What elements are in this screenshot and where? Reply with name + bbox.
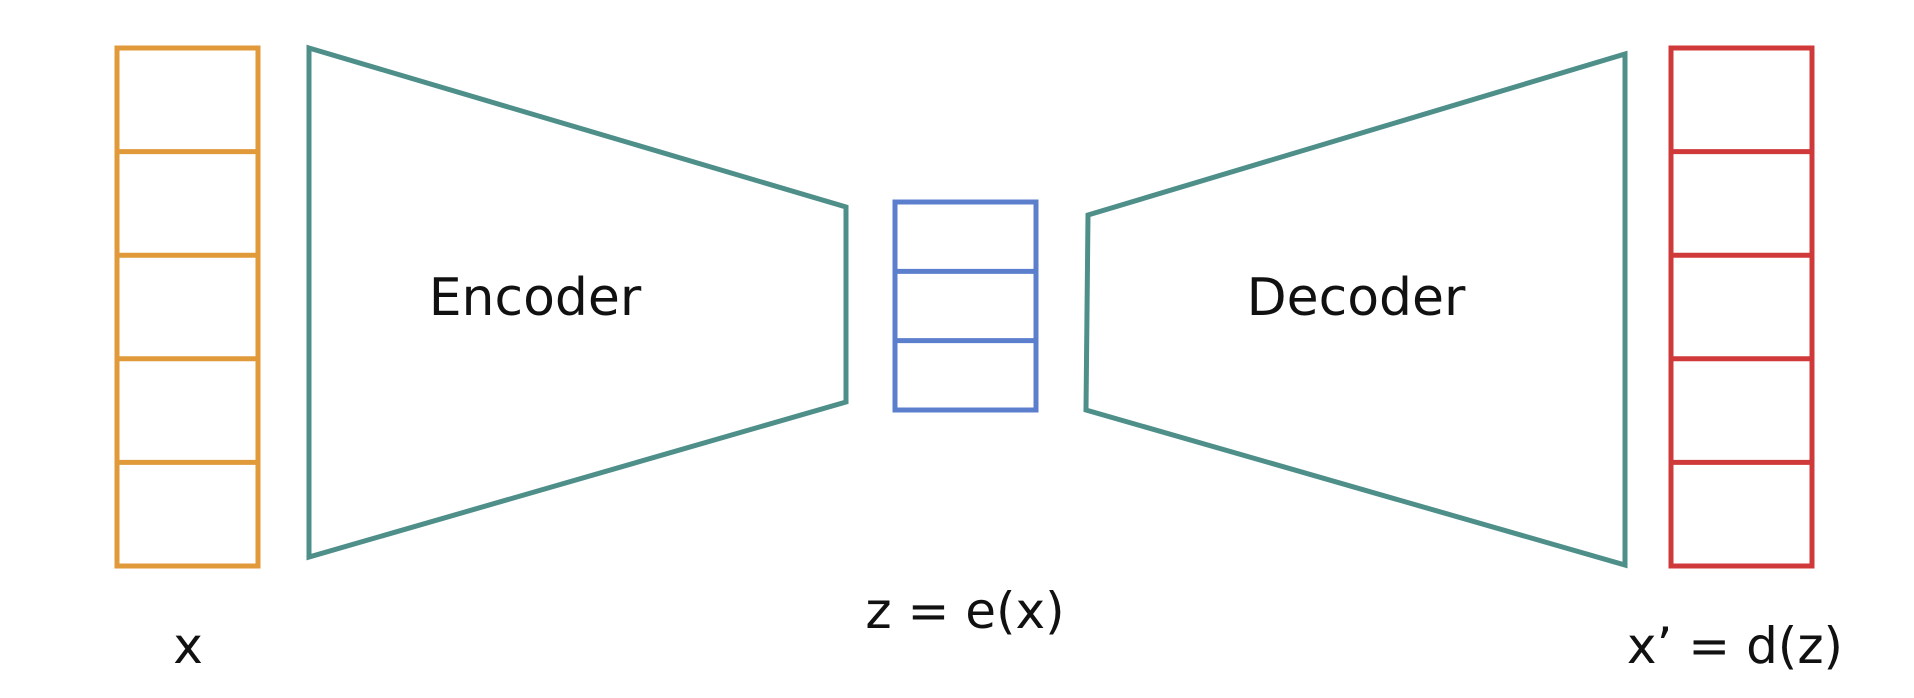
input-vector — [114, 45, 261, 569]
latent-vector-frame — [892, 199, 1039, 413]
decoder-trapezoid — [1083, 50, 1628, 569]
decoder-label: Decoder — [1247, 268, 1466, 328]
encoder-trapezoid — [306, 44, 849, 561]
output-vector — [1668, 45, 1815, 569]
output-vector-frame — [1668, 45, 1815, 569]
input-vector-frame — [114, 45, 261, 569]
latent-label: z = e(x) — [865, 582, 1064, 640]
input-label: x — [173, 617, 203, 675]
encoder-label: Encoder — [429, 268, 642, 328]
output-label: x’ = d(z) — [1627, 617, 1843, 675]
latent-vector — [892, 199, 1039, 413]
